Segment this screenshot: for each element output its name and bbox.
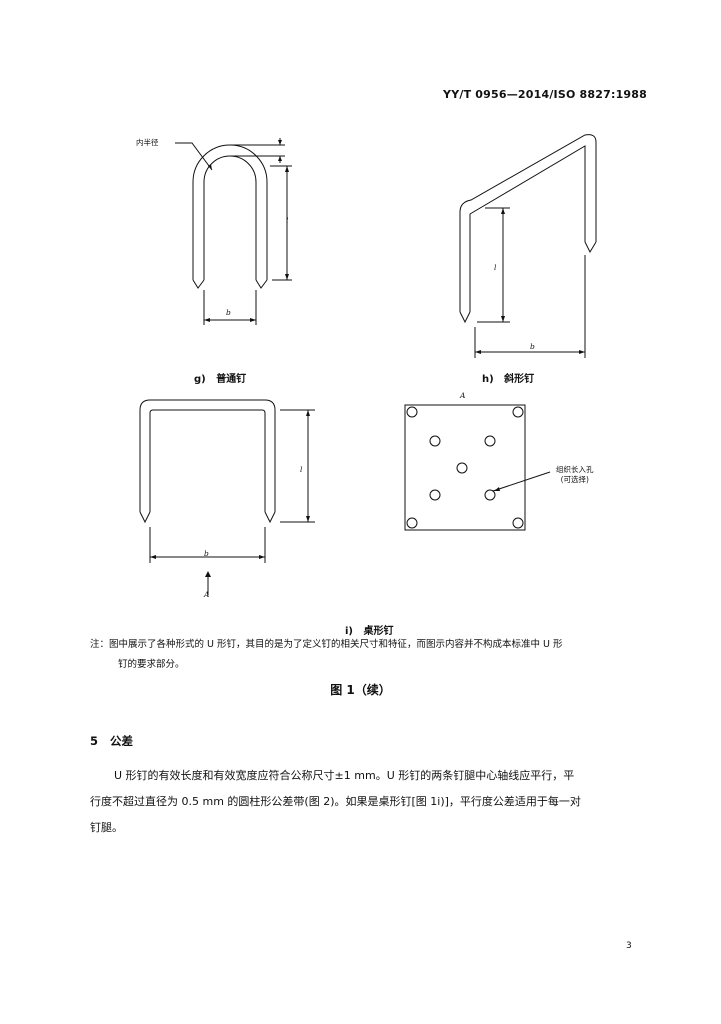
figure-g-length-label: l <box>286 216 289 225</box>
figure-h-oblique-staple <box>459 134 597 358</box>
figure-i-table-staple-side-view <box>139 399 315 595</box>
section-paragraph: U 形钉的有效长度和有效宽度应符合公称尺寸±1 mm。U 形钉的两条钉腿中心轴线… <box>90 763 650 841</box>
note-line2: 钉的要求部分。 <box>118 659 185 670</box>
holes-label-line1: 组织长入孔 <box>556 465 594 474</box>
figure-g-caption-text: 普通钉 <box>216 374 247 385</box>
figure-h-caption: h) 斜形钉 <box>482 370 534 385</box>
figure-h-width-label: b <box>530 342 535 351</box>
figure-h-caption-text: 斜形钉 <box>504 374 535 385</box>
paragraph-line3: 钉腿。 <box>90 821 123 834</box>
figure-g-caption-letter: g) <box>194 374 206 385</box>
note-line1: 注：图中展示了各种形式的 U 形钉，其目的是为了定义钉的相关尺寸和特征，而图示内… <box>90 639 563 650</box>
page-number: 3 <box>626 941 632 951</box>
figure-g-width-label: b <box>226 308 231 317</box>
figure-i-caption-letter: i) <box>345 626 353 637</box>
paragraph-line1: U 形钉的有效长度和有效宽度应符合公称尺寸±1 mm。U 形钉的两条钉腿中心轴线… <box>114 769 575 782</box>
figure-h-caption-letter: h) <box>482 374 494 385</box>
figure-i-length-label: l <box>300 465 303 474</box>
inner-radius-label: 内半径 <box>136 138 159 147</box>
standard-header: YY/T 0956—2014/ISO 8827:1988 <box>443 88 647 101</box>
figure-i-top-view <box>404 404 551 531</box>
view-direction-mark-bottom: A <box>204 590 210 599</box>
figure-g-ordinary-staple <box>175 138 292 325</box>
tissue-ingrowth-holes-label: 组织长入孔 (可选择) <box>556 465 594 485</box>
view-direction-mark-top: A <box>460 391 466 400</box>
figure-g-caption: g) 普通钉 <box>194 370 246 385</box>
figure-i-width-label: b <box>204 549 209 558</box>
figure-note: 注：图中展示了各种形式的 U 形钉，其目的是为了定义钉的相关尺寸和特征，而图示内… <box>90 635 650 675</box>
holes-label-line2: (可选择) <box>560 475 589 484</box>
figure-i-caption-text: 桌形钉 <box>363 626 394 637</box>
figure-i-caption: i) 桌形钉 <box>345 622 393 637</box>
section-number: 5 <box>90 734 99 748</box>
figure-title: 图 1（续） <box>330 683 391 697</box>
figure-h-length-label: l <box>494 263 497 272</box>
section-title: 公差 <box>110 734 134 748</box>
section-heading: 5 公差 <box>90 733 133 749</box>
paragraph-line2: 行度不超过直径为 0.5 mm 的圆柱形公差带(图 2)。如果是桌形钉[图 1i… <box>90 795 581 808</box>
